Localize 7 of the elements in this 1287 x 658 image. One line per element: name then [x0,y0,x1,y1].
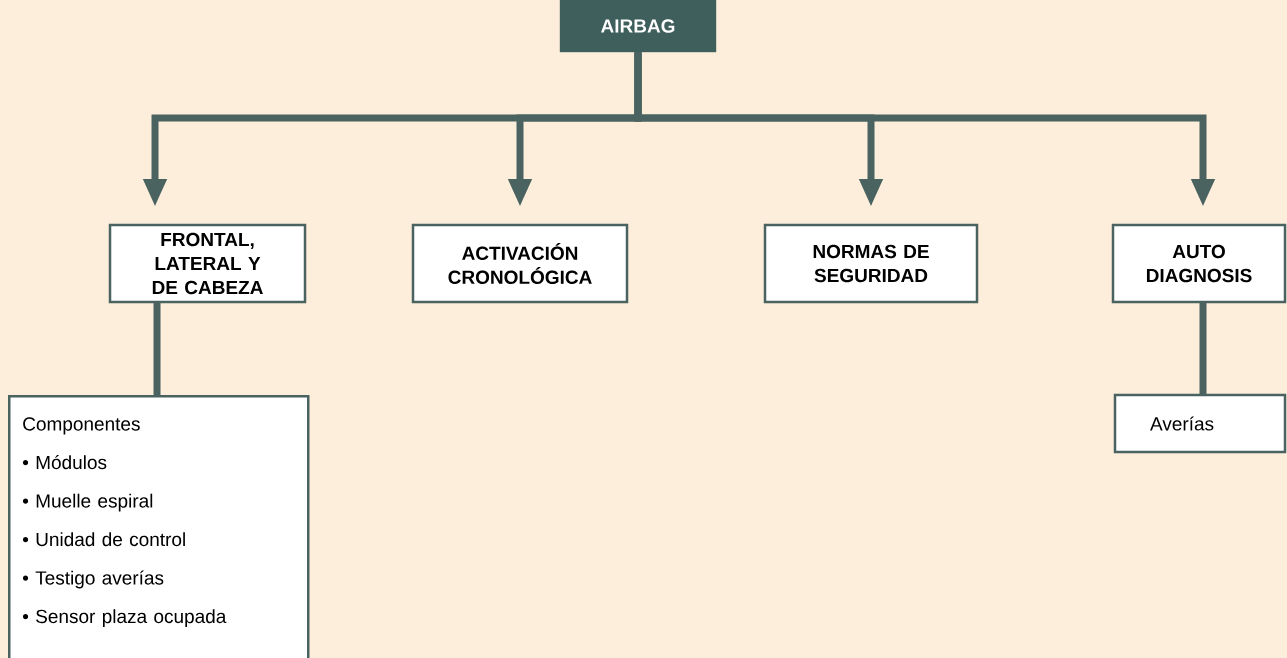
title-box: AIRBAG [559,0,717,53]
category-box: ACTIVACIÓN CRONOLÓGICA [411,223,629,304]
item-box: Averías [1113,393,1287,454]
category-box: NORMAS DE SEGURIDAD [763,223,979,304]
category-box: FRONTAL, LATERAL Y DE CABEZA [108,223,307,304]
category-box: AUTO DIAGNOSIS [1111,223,1287,304]
list-box: Componentes • Módulos • Muelle espiral • Unidad de control • Testigo averías • Sensor plaza ocupada [8,395,310,658]
